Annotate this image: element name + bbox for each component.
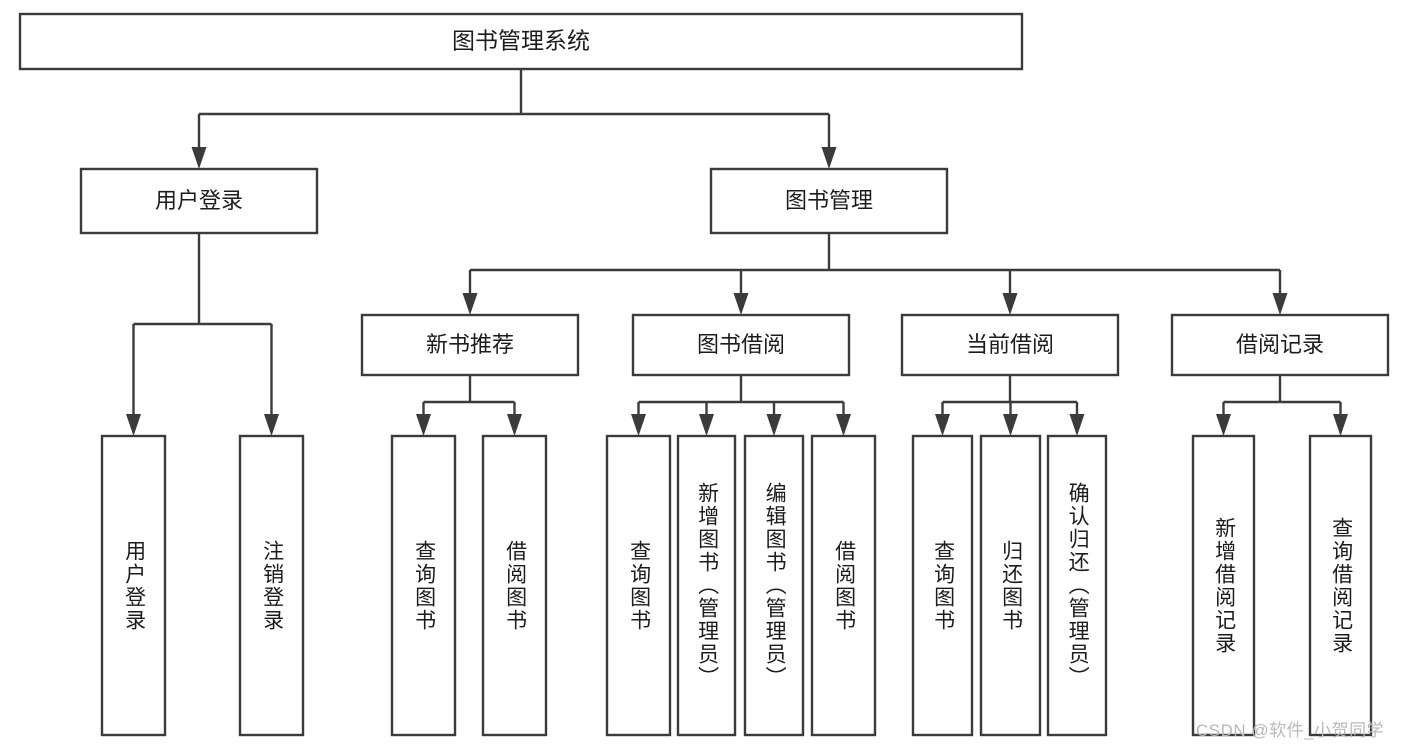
arrow-head-icon <box>126 414 141 436</box>
connector-recommend-to-leaves <box>416 375 522 436</box>
arrow-head-icon <box>836 414 851 436</box>
connector-record-to-leaves <box>1216 375 1348 436</box>
node-box-new-book-recommend[interactable] <box>360 313 580 377</box>
arrow-head-icon <box>1272 293 1288 315</box>
node-box-leaf-borrow-book-recommend[interactable] <box>481 434 548 737</box>
node-leaf-logout-login[interactable] <box>238 434 305 737</box>
node-box-leaf-query-book-borrow[interactable] <box>605 434 672 737</box>
node-leaf-query-book-current[interactable] <box>911 434 974 737</box>
node-book-borrow[interactable]: 图书借阅 <box>631 313 851 377</box>
node-box-leaf-query-borrow-record[interactable] <box>1308 434 1373 737</box>
arrow-head-icon <box>1002 293 1018 315</box>
node-leaf-borrow-book[interactable] <box>810 434 877 737</box>
node-box-book-borrow[interactable] <box>631 313 851 377</box>
node-leaf-query-book-recommend[interactable] <box>390 434 457 737</box>
node-box-leaf-add-book-admin[interactable] <box>676 434 737 737</box>
connector-borrow-to-leaves <box>631 375 851 436</box>
node-leaf-add-book-admin[interactable] <box>676 434 737 737</box>
arrow-head-icon <box>1216 414 1231 436</box>
arrow-head-icon <box>462 293 478 315</box>
arrow-head-icon <box>264 414 279 436</box>
node-label-current-borrow: 当前借阅 <box>966 332 1054 357</box>
arrow-head-icon <box>507 414 522 436</box>
arrow-head-icon <box>1333 414 1348 436</box>
node-box-leaf-user-login[interactable] <box>100 434 167 737</box>
node-box-root[interactable] <box>18 12 1024 71</box>
node-box-leaf-query-book-current[interactable] <box>911 434 974 737</box>
node-label-new-book-recommend: 新书推荐 <box>426 332 514 357</box>
node-leaf-confirm-return-admin[interactable] <box>1046 434 1108 737</box>
node-box-leaf-return-book[interactable] <box>979 434 1042 737</box>
node-root[interactable]: 图书管理系统 <box>18 12 1024 71</box>
node-book-management[interactable]: 图书管理 <box>709 167 949 235</box>
arrow-head-icon <box>699 414 714 436</box>
connector-current-to-leaves <box>935 375 1085 436</box>
arrow-head-icon <box>1003 414 1018 436</box>
node-box-book-management[interactable] <box>709 167 949 235</box>
node-leaf-edit-book-admin[interactable] <box>743 434 805 737</box>
node-new-book-recommend[interactable]: 新书推荐 <box>360 313 580 377</box>
node-leaf-borrow-book-recommend[interactable] <box>481 434 548 737</box>
node-leaf-add-borrow-record[interactable] <box>1191 434 1256 737</box>
node-label-borrow-record: 借阅记录 <box>1236 332 1324 357</box>
arrow-head-icon <box>733 293 749 315</box>
node-leaf-query-borrow-record[interactable] <box>1308 434 1373 737</box>
arrow-head-icon <box>821 147 837 169</box>
node-box-leaf-query-book-recommend[interactable] <box>390 434 457 737</box>
connector-layer <box>126 69 1348 436</box>
arrow-head-icon <box>1069 414 1085 436</box>
arrow-head-icon <box>935 414 950 436</box>
node-leaf-query-book-borrow[interactable] <box>605 434 672 737</box>
node-label-root: 图书管理系统 <box>452 28 590 54</box>
arrow-head-icon <box>766 414 782 436</box>
node-leaf-user-login[interactable] <box>100 434 167 737</box>
node-box-leaf-logout-login[interactable] <box>238 434 305 737</box>
node-user-login[interactable]: 用户登录 <box>79 167 319 235</box>
node-label-book-borrow: 图书借阅 <box>697 332 785 357</box>
arrow-head-icon <box>416 414 431 436</box>
node-box-leaf-confirm-return-admin[interactable] <box>1046 434 1108 737</box>
connector-root-to-level1 <box>191 69 837 169</box>
connector-bookmgmt-to-level2 <box>462 233 1288 315</box>
arrow-head-icon <box>631 414 646 436</box>
node-leaf-return-book[interactable] <box>979 434 1042 737</box>
node-box-leaf-borrow-book[interactable] <box>810 434 877 737</box>
node-box-borrow-record[interactable] <box>1170 313 1390 377</box>
arrow-head-icon <box>191 147 207 169</box>
node-label-user-login: 用户登录 <box>155 188 243 213</box>
node-box-current-borrow[interactable] <box>900 313 1120 377</box>
connector-userlogin-to-leaves <box>126 233 279 436</box>
node-box-leaf-add-borrow-record[interactable] <box>1191 434 1256 737</box>
node-borrow-record[interactable]: 借阅记录 <box>1170 313 1390 377</box>
node-box-leaf-edit-book-admin[interactable] <box>743 434 805 737</box>
node-label-book-management: 图书管理 <box>785 188 873 213</box>
node-current-borrow[interactable]: 当前借阅 <box>900 313 1120 377</box>
node-box-user-login[interactable] <box>79 167 319 235</box>
